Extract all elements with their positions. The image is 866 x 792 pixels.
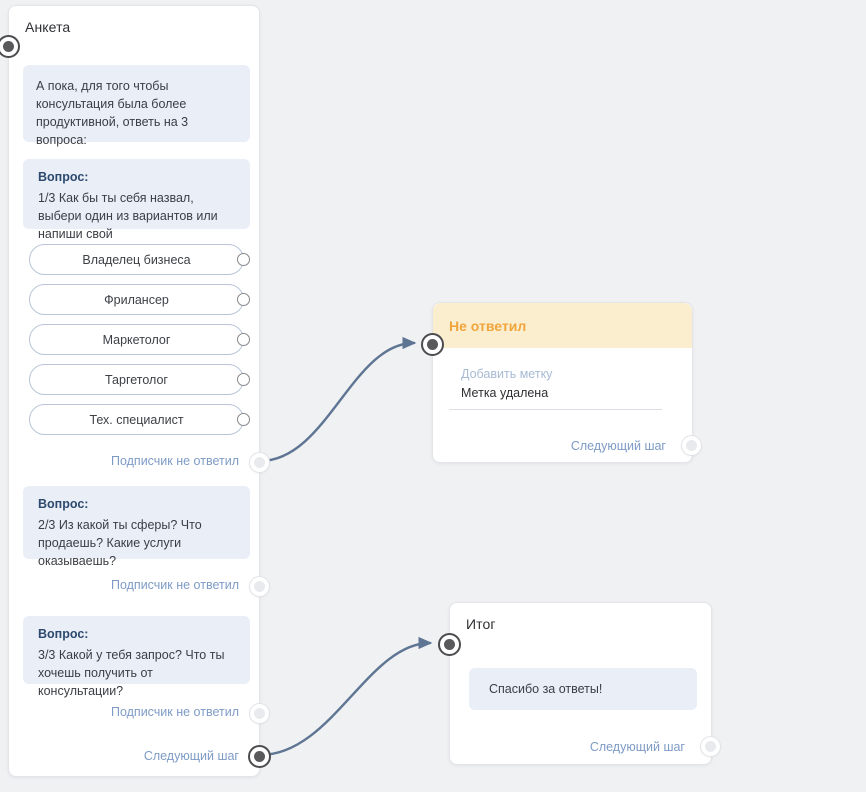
question-label: Вопрос: [38,497,89,511]
node-result-title: Итог [466,616,496,632]
no-answer-port-1[interactable] [249,452,270,473]
node-anketa[interactable]: Анкета А пока, для того чтобы консультац… [0,5,271,777]
not-answered-next-step-port[interactable] [681,435,702,456]
answer-button-owner[interactable]: Владелец бизнеса [29,244,250,275]
anketa-next-step-port[interactable] [248,745,271,768]
button-connector-port[interactable] [237,373,250,386]
result-message-text: Спасибо за ответы! [489,682,603,696]
tag-status-text: Метка удалена [461,386,549,400]
question-bubble-2: Вопрос: 2/3 Из какой ты сферы? Что прода… [23,486,250,568]
answer-button-tech-specialist[interactable]: Тех. специалист [29,404,250,435]
intro-message-text: А пока, для того чтобы консультация была… [36,79,189,147]
result-next-step-link[interactable]: Следующий шаг [589,740,685,754]
answer-button-label: Таргетолог [104,372,168,387]
not-answered-next-step-link[interactable]: Следующий шаг [570,439,666,453]
node-not-answered-header: Не ответил [433,303,692,348]
answer-button-label: Тех. специалист [89,412,184,427]
answer-button-label: Владелец бизнеса [82,252,191,267]
divider [449,409,662,410]
answer-button-label: Фрилансер [104,292,169,307]
question-text-2: 2/3 Из какой ты сферы? Что продаешь? Как… [38,518,202,568]
wire-next-step-to-result [258,636,433,757]
result-message-bubble: Спасибо за ответы! [469,668,697,710]
button-connector-port[interactable] [237,333,250,346]
node-not-answered[interactable]: Не ответил Добавить метку Метка удалена … [421,302,702,463]
intro-message-bubble: А пока, для того чтобы консультация была… [23,65,250,147]
anketa-next-step-link[interactable]: Следующий шаг [143,749,239,763]
question-bubble-3: Вопрос: 3/3 Какой у тебя запрос? Что ты … [23,616,250,698]
node-not-answered-input-port[interactable] [421,333,444,356]
answer-button-targetologist[interactable]: Таргетолог [29,364,250,395]
question-label: Вопрос: [38,170,89,184]
no-answer-link-2[interactable]: Подписчик не ответил [110,578,239,592]
node-anketa-title: Анкета [25,19,71,35]
question-text-1: 1/3 Как бы ты себя назвал, выбери один и… [38,191,218,241]
node-not-answered-title: Не ответил [449,317,527,334]
button-connector-port[interactable] [237,293,250,306]
no-answer-port-3[interactable] [249,703,270,724]
question-bubble-1: Вопрос: 1/3 Как бы ты себя назвал, выбер… [23,159,250,241]
add-tag-link[interactable]: Добавить метку [461,367,553,381]
node-result-input-port[interactable] [438,633,461,656]
button-connector-port[interactable] [237,253,250,266]
question-text-3: 3/3 Какой у тебя запрос? Что ты хочешь п… [38,648,225,698]
result-next-step-port[interactable] [700,736,721,757]
question-label: Вопрос: [38,627,89,641]
node-result[interactable]: Итог Спасибо за ответы! Следующий шаг [438,602,721,765]
button-connector-port[interactable] [237,413,250,426]
node-anketa-input-port[interactable] [0,35,20,58]
answer-button-marketer[interactable]: Маркетолог [29,324,250,355]
wire-no-answer-to-not-answered [258,336,417,463]
answer-button-label: Маркетолог [102,332,171,347]
answer-button-freelancer[interactable]: Фрилансер [29,284,250,315]
no-answer-link-1[interactable]: Подписчик не ответил [110,454,239,468]
no-answer-link-3[interactable]: Подписчик не ответил [110,705,239,719]
no-answer-port-2[interactable] [249,576,270,597]
